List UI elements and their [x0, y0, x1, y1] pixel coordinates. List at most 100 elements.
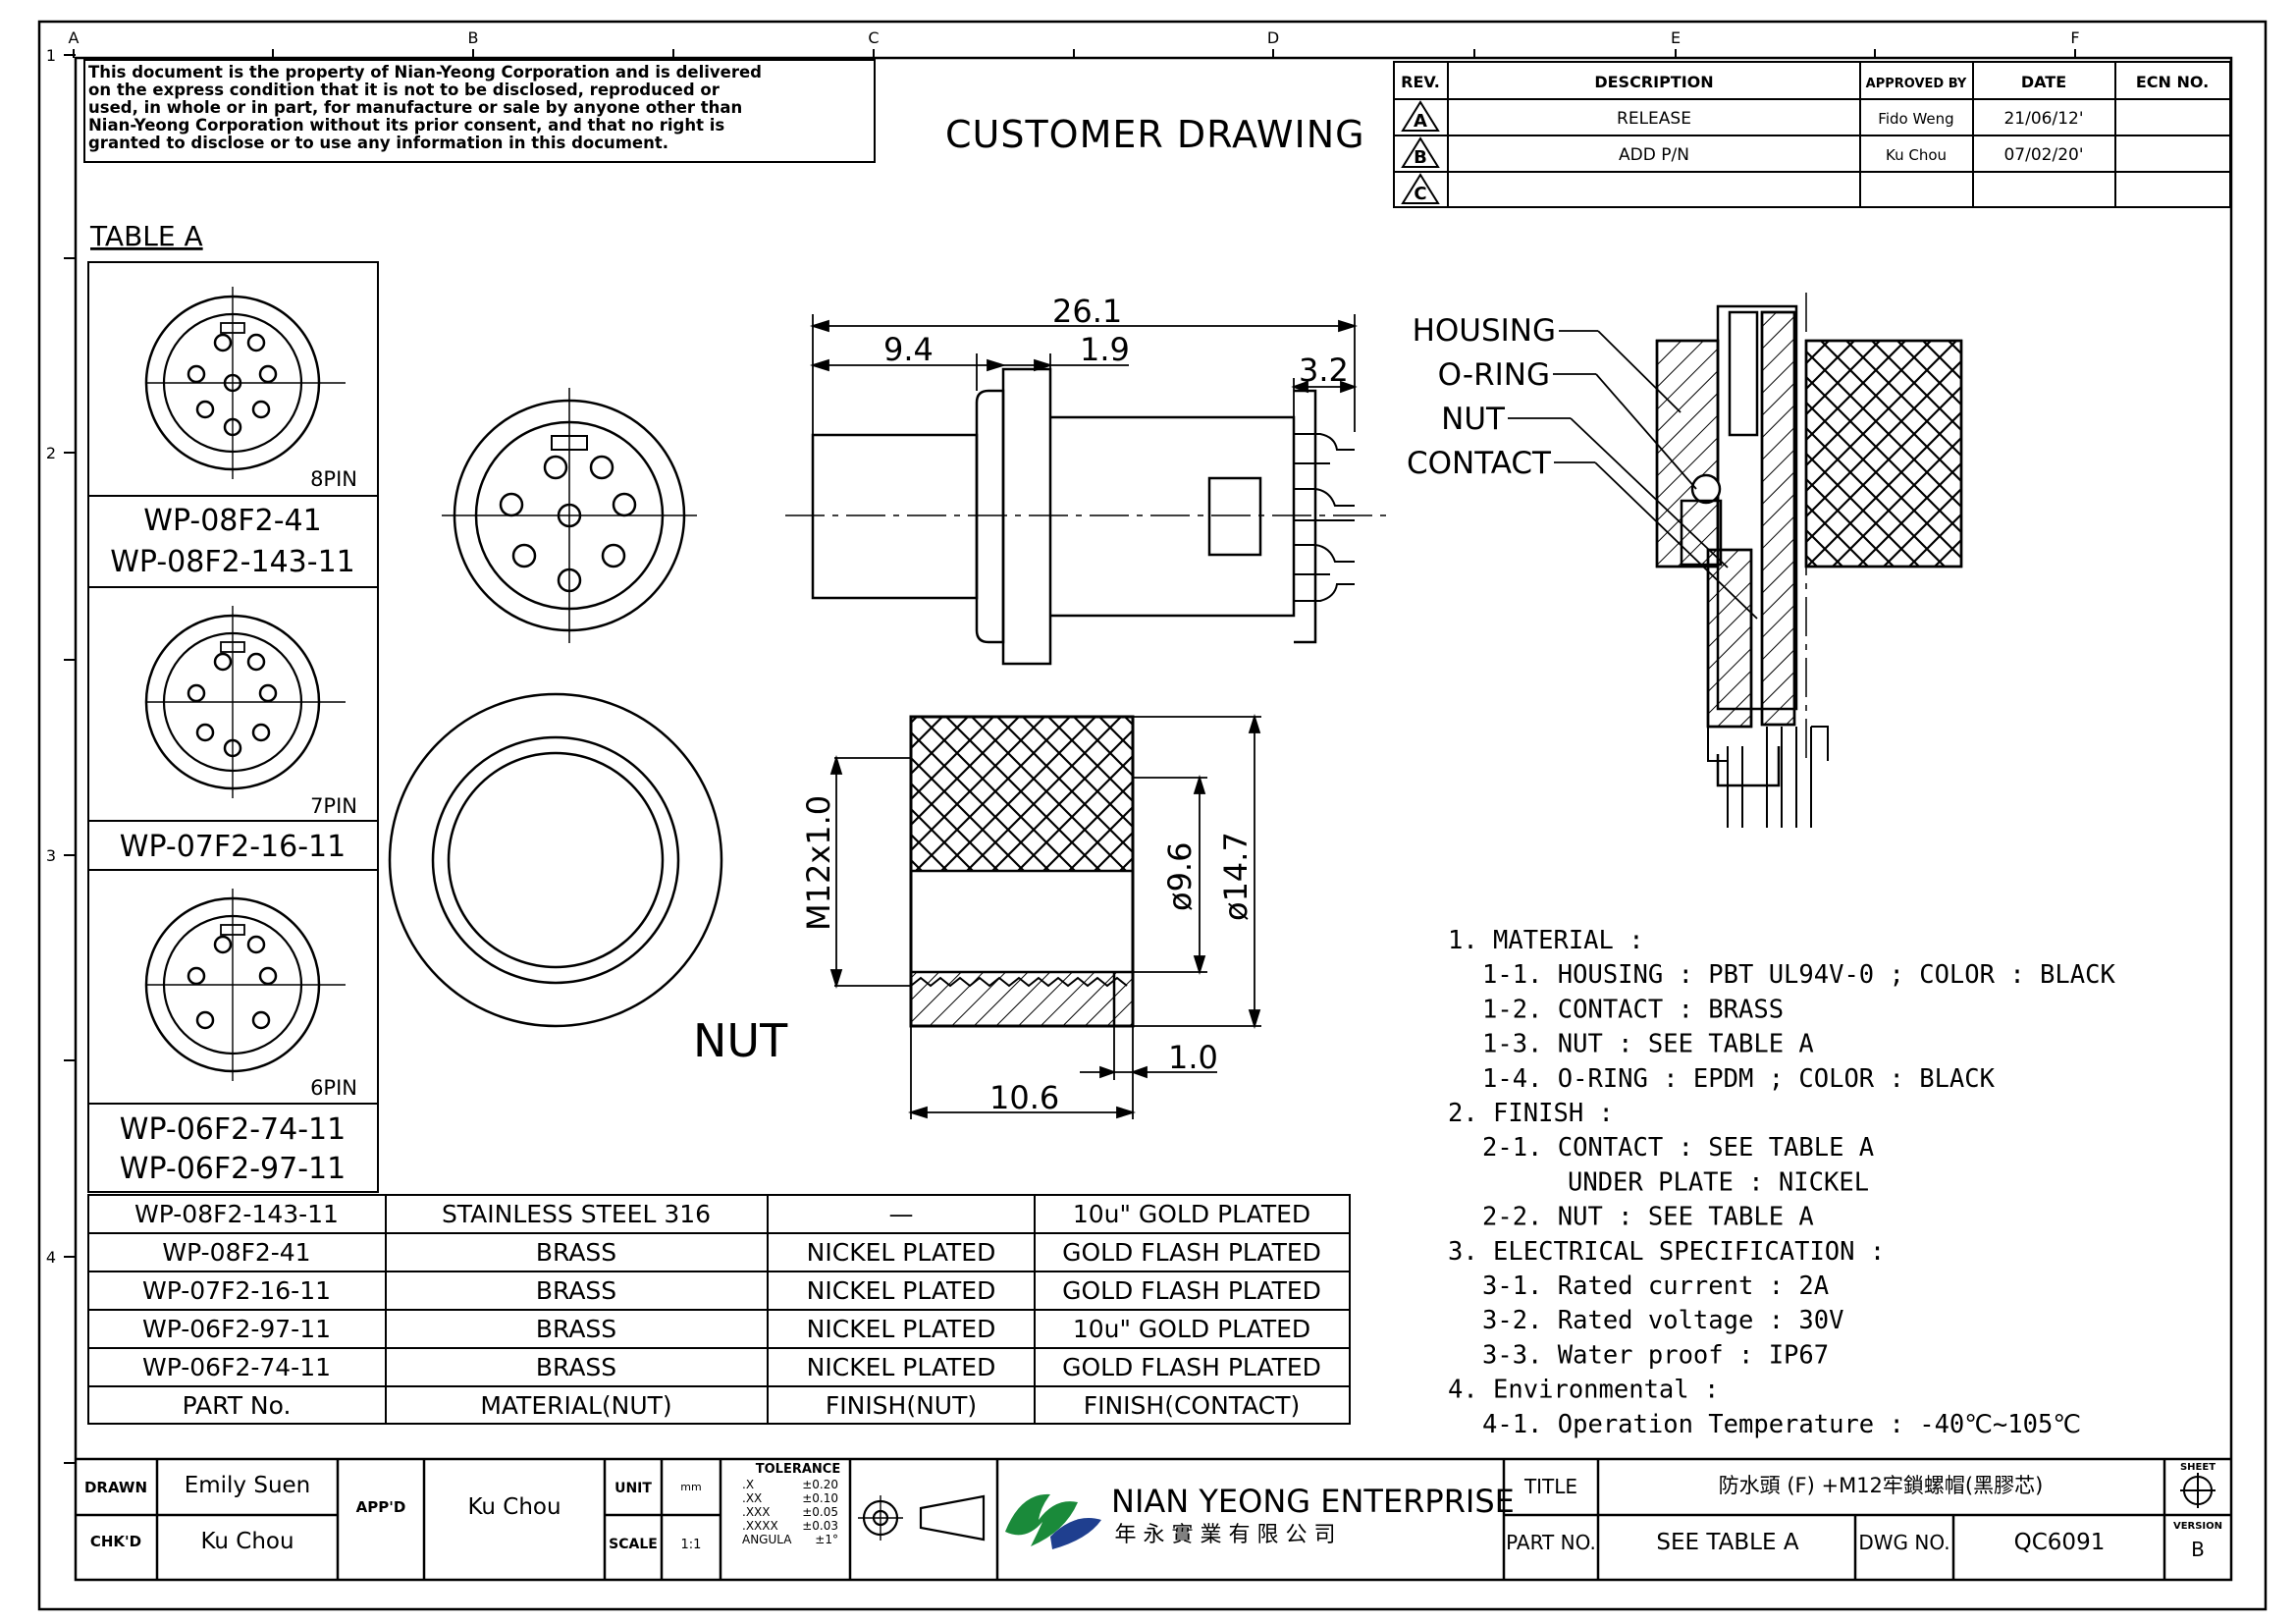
- chkd-name: Ku Chou: [200, 1529, 294, 1554]
- parts-table-cell: WP-06F2-74-11: [142, 1353, 331, 1381]
- tolerance-value: ±0.03: [802, 1519, 838, 1533]
- pin-count-label: 7PIN: [310, 794, 357, 818]
- tolerance-value: ±1°: [815, 1533, 838, 1546]
- zone-col-d: D: [1267, 28, 1279, 47]
- company-name: NIAN YEONG ENTERPRISE: [1111, 1483, 1515, 1520]
- tolerance-value: ±0.10: [802, 1491, 838, 1505]
- parts-table-cell: —: [889, 1200, 914, 1228]
- rev-letter: A: [1414, 111, 1427, 132]
- specification-notes: 1. MATERIAL : 1-1. HOUSING : PBT UL94V-0 …: [1448, 926, 2115, 1439]
- sheet-symbol: [2180, 1473, 2216, 1508]
- pin-face-7pin: 7PIN WP-07F2-16-11: [120, 606, 357, 864]
- rev-letter: B: [1414, 147, 1427, 168]
- appd-label: APP'D: [356, 1498, 406, 1516]
- connector-section-view: [1655, 293, 1963, 828]
- parts-table: WP-08F2-143-11 STAINLESS STEEL 316 — 10u" G…: [134, 1200, 1321, 1420]
- part-no-label: PART NO.: [1506, 1531, 1596, 1554]
- outer-border: [37, 20, 2268, 1611]
- parts-table-cell: GOLD FLASH PLATED: [1062, 1238, 1321, 1267]
- parts-table-grid: [87, 1194, 1351, 1425]
- tolerance-value: ±0.20: [802, 1478, 838, 1491]
- tolerance-key: .XXXX: [742, 1519, 778, 1533]
- sheet-label: SHEET: [2180, 1462, 2216, 1473]
- note-line: 4-1. Operation Temperature : -40℃~105℃: [1482, 1410, 2081, 1439]
- note-line: 1-1. HOUSING : PBT UL94V-0 ; COLOR : BLA…: [1482, 960, 2115, 990]
- section-label-contact: CONTACT: [1407, 446, 1552, 481]
- parts-table-cell: BRASS: [536, 1315, 616, 1343]
- drawn-name: Emily Suen: [185, 1473, 311, 1498]
- note-line: 2-2. NUT : SEE TABLE A: [1482, 1203, 1814, 1232]
- scale-label: SCALE: [609, 1537, 658, 1552]
- section-label-nut: NUT: [1441, 402, 1506, 437]
- parts-table-cell: WP-06F2-97-11: [142, 1315, 331, 1343]
- inner-border: [74, 56, 2233, 1582]
- notice-line: This document is the property of Nian-Ye…: [88, 63, 762, 81]
- table-a-part-number: WP-06F2-97-11: [120, 1152, 346, 1186]
- parts-table-cell: NICKEL PLATED: [807, 1315, 996, 1343]
- zone-col-e: E: [1671, 28, 1681, 47]
- table-a-part-number: WP-07F2-16-11: [120, 830, 346, 864]
- dwg-no-value: QC6091: [2014, 1530, 2106, 1555]
- table-a-part-number: WP-08F2-143-11: [110, 545, 355, 579]
- drawn-label: DRAWN: [84, 1479, 147, 1496]
- section-leaders: [1508, 330, 1758, 620]
- chkd-label: CHK'D: [90, 1533, 141, 1550]
- rev-approved: Fido Weng: [1878, 110, 1953, 128]
- dim-overall: 26.1: [1052, 293, 1122, 330]
- pin-count-label: 6PIN: [310, 1076, 357, 1100]
- dwg-no-label: DWG NO.: [1858, 1531, 1949, 1554]
- notice-line: Nian-Yeong Corporation without its prior…: [88, 116, 724, 135]
- note-line: 2. FINISH :: [1448, 1099, 1614, 1128]
- dim-nut-outer: ø14.7: [1217, 832, 1255, 921]
- note-line: 1-2. CONTACT : BRASS: [1482, 995, 1784, 1024]
- rev-header: DESCRIPTION: [1594, 73, 1713, 91]
- parts-table-cell: STAINLESS STEEL 316: [442, 1200, 711, 1228]
- version-value: B: [2191, 1538, 2205, 1561]
- dim-nut-thread: M12x1.0: [800, 795, 837, 931]
- rev-letter: C: [1414, 184, 1426, 204]
- note-line: 3-1. Rated current : 2A: [1482, 1271, 1829, 1301]
- dim-left: 9.4: [883, 331, 934, 368]
- parts-table-header: FINISH(CONTACT): [1084, 1391, 1301, 1420]
- unit-label: UNIT: [614, 1481, 652, 1496]
- table-a-part-number: WP-06F2-74-11: [120, 1112, 346, 1147]
- note-line: UNDER PLATE : NICKEL: [1568, 1167, 1869, 1197]
- parts-table-cell: NICKEL PLATED: [807, 1353, 996, 1381]
- zone-row-4: 4: [46, 1248, 56, 1267]
- projection-symbol: [858, 1494, 986, 1542]
- parts-table-cell: 10u" GOLD PLATED: [1073, 1315, 1310, 1343]
- side-view-dimensions: [809, 314, 1359, 435]
- rev-header: ECN NO.: [2136, 73, 2209, 91]
- property-notice: This document is the property of Nian-Ye…: [88, 63, 762, 152]
- rev-date: 07/02/20': [2003, 145, 2083, 165]
- part-no-value: SEE TABLE A: [1656, 1530, 1798, 1555]
- rev-header: REV.: [1401, 73, 1440, 91]
- title-block-grid: [76, 1457, 2231, 1580]
- rev-description: ADD P/N: [1619, 145, 1689, 165]
- parts-table-header: PART No.: [183, 1391, 292, 1420]
- zone-row-2: 2: [46, 444, 56, 462]
- note-line: 1. MATERIAL :: [1448, 926, 1644, 955]
- notice-line: on the express condition that it is not …: [88, 81, 721, 99]
- note-line: 1-4. O-RING : EPDM ; COLOR : BLACK: [1482, 1064, 1996, 1094]
- tolerance-key: .XX: [742, 1491, 762, 1505]
- note-line: 1-3. NUT : SEE TABLE A: [1482, 1030, 1814, 1059]
- tolerance-key: .XXX: [742, 1505, 770, 1519]
- note-line: 3-3. Water proof : IP67: [1482, 1340, 1829, 1370]
- connector-side-view: [785, 367, 1389, 666]
- table-a-title: TABLE A: [89, 220, 203, 252]
- parts-table-cell: WP-08F2-143-11: [134, 1200, 339, 1228]
- nut-front-view: [388, 692, 723, 1028]
- table-a-part-number: WP-08F2-41: [143, 504, 321, 538]
- appd-name: Ku Chou: [467, 1494, 561, 1520]
- rev-header: DATE: [2021, 73, 2066, 91]
- zone-row-1: 1: [46, 46, 56, 65]
- dim-mid: 1.9: [1080, 331, 1130, 368]
- table-a-cells: 8PINWP-08F2-41WP-08F2-143-117PINWP-07F2-…: [110, 287, 357, 1186]
